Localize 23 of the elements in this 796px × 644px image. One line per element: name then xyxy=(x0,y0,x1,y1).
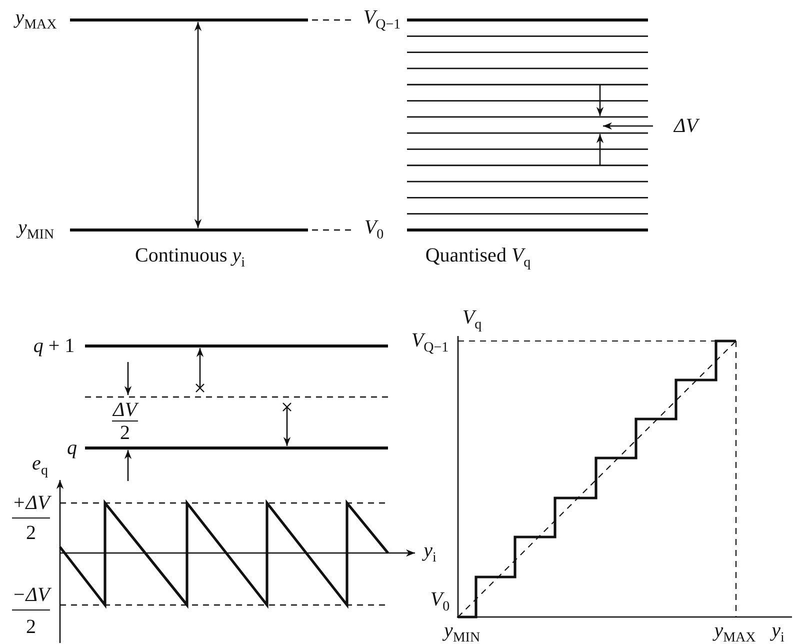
math-label: y$_{MAX}$ xyxy=(15,8,57,32)
math-label: ΔV xyxy=(674,116,698,136)
math-label: y$_{i}$ xyxy=(772,620,784,644)
math-label: V$_{Q−1}$ xyxy=(411,330,449,356)
math-label: e$_{q}$ xyxy=(32,454,48,478)
math-label: y$_{i}$ xyxy=(424,540,436,566)
math-label: 2 xyxy=(120,423,130,443)
math-label: y$_{MIN}$ xyxy=(444,620,480,644)
math-label: V$_{Q−1}$ xyxy=(363,8,401,32)
math-label: q xyxy=(67,438,77,458)
math-label: ΔV xyxy=(113,400,137,420)
math-label: 2 xyxy=(26,617,36,637)
math-label: Continuous y$_{i}$ xyxy=(134,246,246,270)
math-label: Quantised V$_{q}$ xyxy=(425,246,531,270)
math-label: V$_{q}$ xyxy=(462,308,482,332)
math-label: q + 1 xyxy=(33,336,75,356)
math-label: V$_{0}$ xyxy=(430,590,450,614)
math-label: +ΔV xyxy=(12,493,50,513)
math-label: y$_{MIN}$ xyxy=(18,218,54,242)
math-label: V$_{0}$ xyxy=(364,218,384,242)
math-label: −ΔV xyxy=(12,585,50,605)
math-label: 2 xyxy=(26,523,36,543)
math-label: y$_{MAX}$ xyxy=(714,620,756,644)
